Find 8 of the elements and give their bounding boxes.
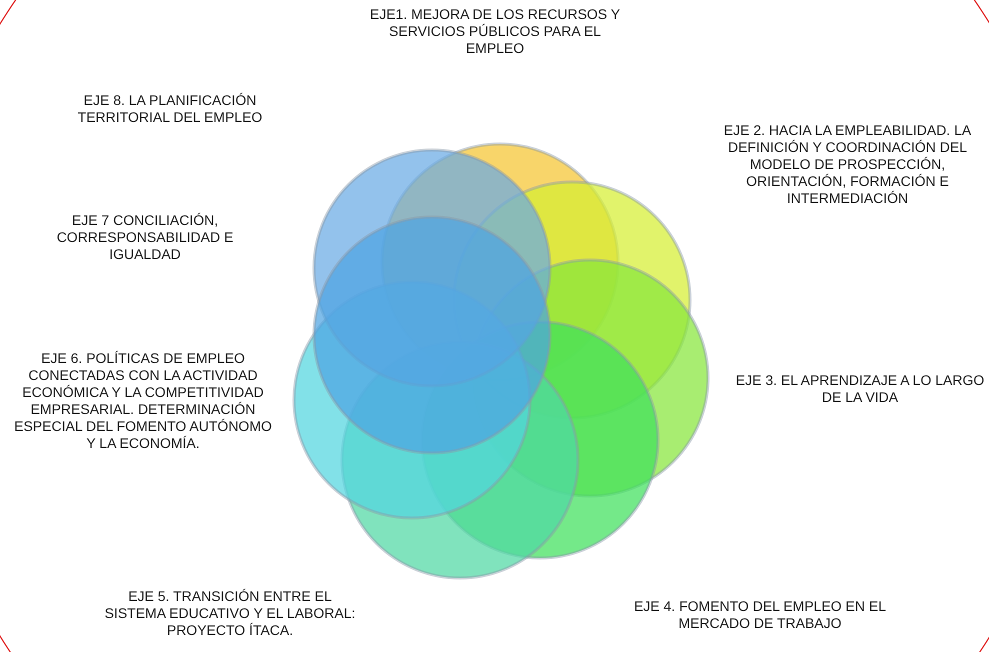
axis-label: EJE 4. FOMENTO DEL EMPLEO EN EL MERCADO DE TRABAJO (632, 598, 888, 632)
axis-label: EJE 6. POLÍTICAS DE EMPLEO CONECTADAS CON LA ACTIVIDAD ECONÓMICA Y LA COMPETITIVIDAD EMPRESARIAL. DETERMINACIÓN ESPECIAL DEL FOMENTO AUTÓNOMO Y LA ECONOMÍA. (13, 350, 273, 452)
axis-label: EJE 3. EL APRENDIZAJE A LO LARGO DE LA VIDA (735, 372, 985, 406)
axis-label: EJE1. MEJORA DE LOS RECURSOS Y SERVICIOS PÚBLICOS PARA EL EMPLEO (368, 6, 622, 57)
axis-label: EJE 8. LA PLANIFICACIÓN TERRITORIAL DEL EMPLEO (76, 92, 264, 126)
axis-label: EJE 5. TRANSICIÓN ENTRE EL SISTEMA EDUCATIVO Y EL LABORAL: PROYECTO ÍTACA. (104, 588, 356, 639)
axis-label: EJE 7 CONCILIACIÓN, CORRESPONSABILIDAD E IGUALDAD (56, 212, 234, 263)
axis-label: EJE 2. HACIA LA EMPLEABILIDAD. LA DEFINICIÓN Y COORDINACIÓN DEL MODELO DE PROSPECCIÓN, ORIENTACIÓN, FORMACIÓN E INTERMEDIACIÓN (722, 122, 972, 207)
